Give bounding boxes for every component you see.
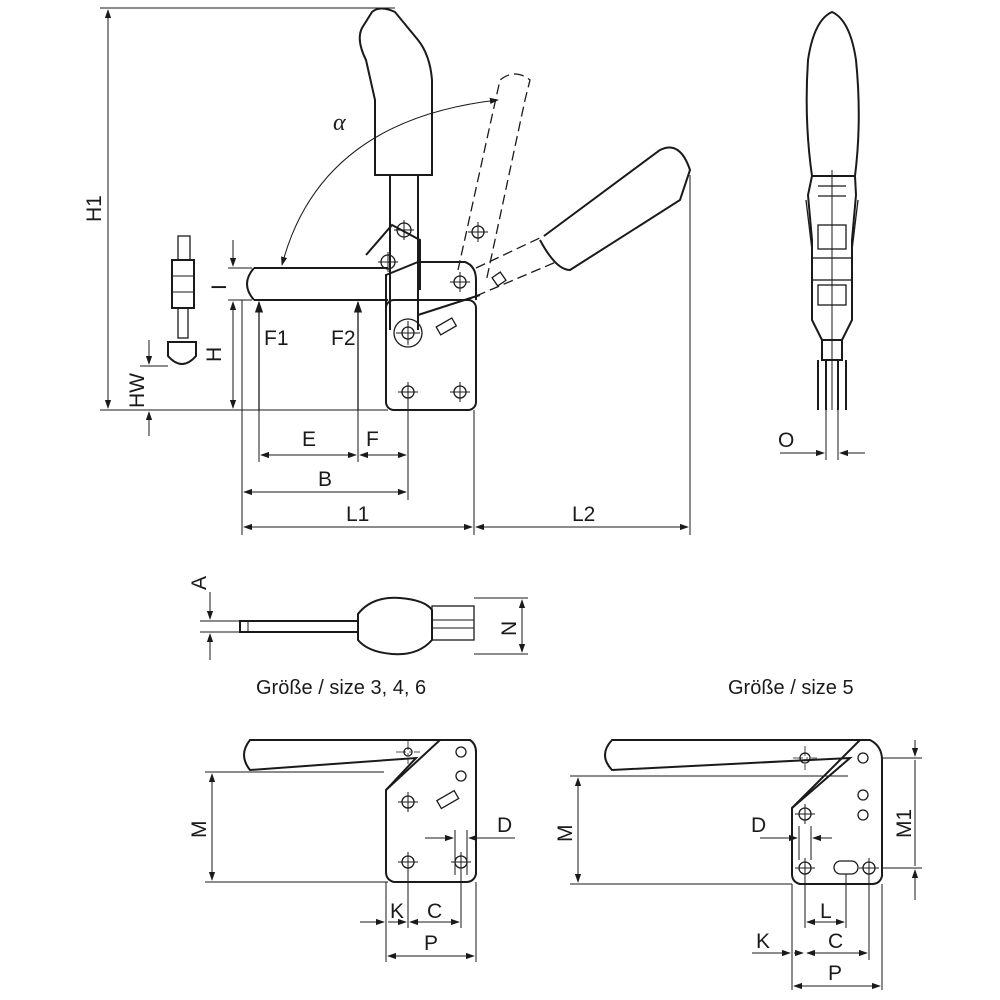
base-holes <box>398 382 470 402</box>
label-D-size5: D <box>751 814 766 837</box>
handle-grip-open <box>539 146 692 272</box>
label-P: P <box>424 932 438 955</box>
caption-size-346: Größe / size 3, 4, 6 <box>256 677 426 699</box>
top-arm <box>239 620 359 633</box>
base-view-size-346: M D K C P <box>188 739 515 962</box>
label-O: O <box>778 429 794 452</box>
spindle <box>167 235 197 365</box>
alpha-arc <box>281 97 499 266</box>
label-F1: F1 <box>264 327 289 350</box>
label-A: A <box>188 576 211 590</box>
handle-open-positions <box>457 73 692 297</box>
label-K: K <box>390 900 404 923</box>
label-H: H <box>203 347 226 362</box>
label-P-size5: P <box>828 962 842 985</box>
label-H1: H1 <box>83 195 106 222</box>
label-F: F <box>366 428 379 451</box>
label-C: C <box>427 900 442 923</box>
label-L-size5: L <box>820 900 832 923</box>
label-HW: HW <box>126 373 149 408</box>
holes-5 <box>793 746 879 878</box>
label-alpha: α <box>333 110 346 136</box>
holes-346 <box>396 740 471 872</box>
label-L2: L2 <box>572 503 595 526</box>
label-M1: M1 <box>893 809 916 838</box>
clamp-arm <box>246 267 388 301</box>
label-L1: L1 <box>346 503 369 526</box>
label-C-size5: C <box>828 930 843 953</box>
base-view-size-5: M M1 D L K C P <box>554 739 922 990</box>
front-view: O <box>778 10 865 460</box>
label-D: D <box>497 814 512 837</box>
label-F2: F2 <box>331 327 356 350</box>
handle-rod <box>389 175 419 330</box>
label-M-size5: M <box>554 825 577 843</box>
top-view: A N <box>188 576 528 660</box>
handle-grip-closed <box>358 7 433 176</box>
side-view: α F1 F2 H1 I H HW <box>83 7 692 535</box>
label-M: M <box>188 821 211 839</box>
label-E: E <box>302 428 316 451</box>
label-N: N <box>498 621 521 636</box>
label-I: I <box>208 284 231 290</box>
caption-size-5: Größe / size 5 <box>728 677 854 699</box>
base-plate <box>385 299 477 411</box>
top-handle <box>357 596 433 656</box>
clamp-housing <box>385 261 477 315</box>
label-K-size5: K <box>756 930 770 953</box>
label-B: B <box>318 468 332 491</box>
front-handle-grip <box>805 10 860 177</box>
lever <box>417 294 481 316</box>
